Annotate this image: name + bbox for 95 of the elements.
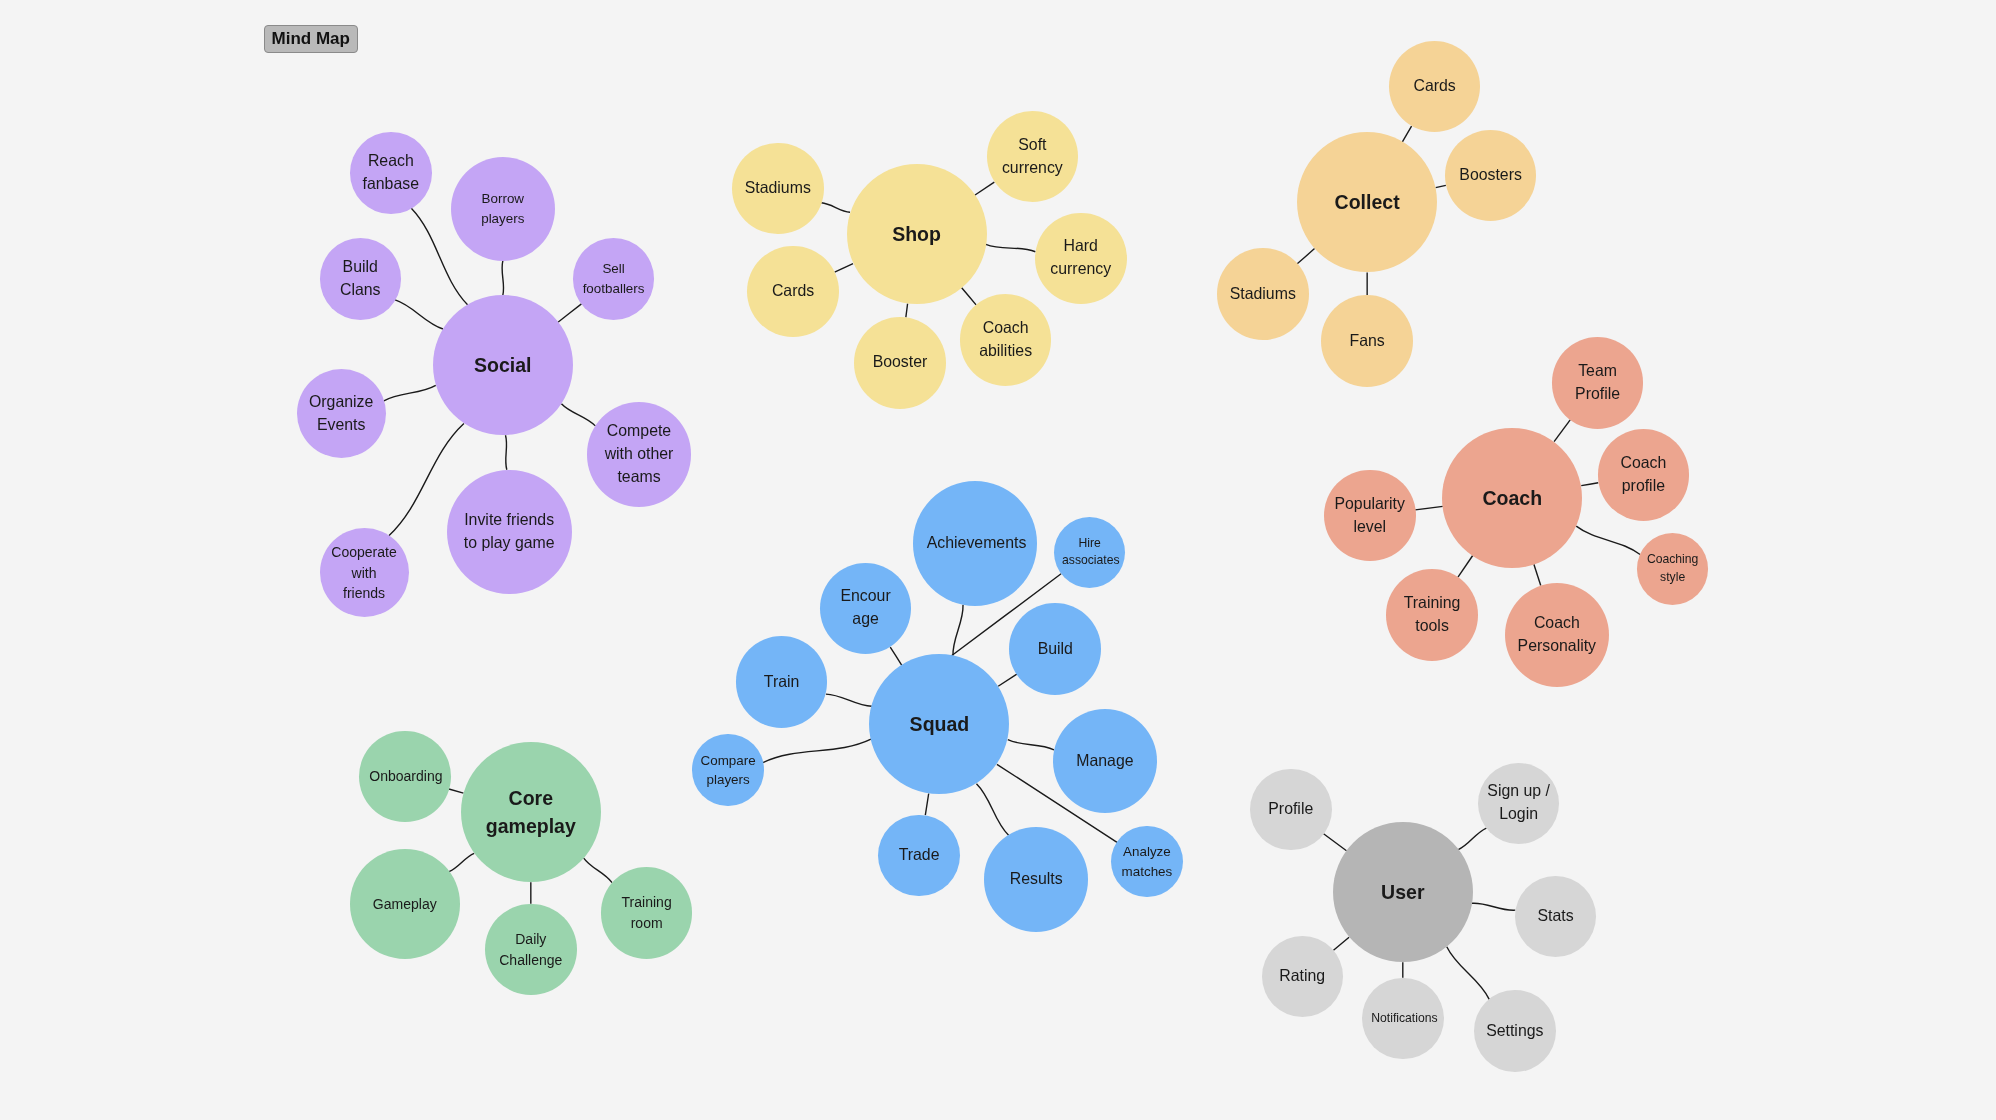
topic-label: Popularity level xyxy=(1334,493,1406,537)
topic-label: Daily Challenge xyxy=(498,930,564,970)
topic-label: Build Clans xyxy=(338,256,382,300)
connector-line xyxy=(924,792,930,816)
topic-label: Results xyxy=(1009,869,1063,890)
topic-label: Compete with other teams xyxy=(603,420,675,487)
topic-label: Gameplay xyxy=(372,894,437,914)
topic-label: Coach xyxy=(1482,485,1543,511)
connector-line xyxy=(952,604,964,657)
topic-label: Settings xyxy=(1486,1020,1544,1041)
topic-label: Fans xyxy=(1349,330,1385,351)
connector-line xyxy=(1457,554,1474,578)
topic-label: Rating xyxy=(1279,965,1326,986)
connector-line xyxy=(394,299,444,330)
topic-label: Coaching style xyxy=(1645,551,1700,586)
connector-line xyxy=(985,243,1037,253)
topic-label: Cards xyxy=(1413,76,1456,97)
connector-line xyxy=(905,302,909,319)
topic-label: Stadiums xyxy=(1229,283,1296,304)
topic-label: Sign up / Login xyxy=(1487,781,1551,825)
connector-line xyxy=(949,573,1062,658)
topic-label: Training room xyxy=(620,893,673,933)
topic-label: Profile xyxy=(1268,799,1314,820)
topic-label: Coach Personality xyxy=(1516,613,1598,657)
topic-label: Organize Events xyxy=(307,391,375,435)
topic-label: Squad xyxy=(909,712,970,738)
connector-line xyxy=(1446,946,1490,1001)
topic-label: User xyxy=(1381,880,1425,906)
topic-label: Compare players xyxy=(700,751,756,790)
connector-line xyxy=(1471,902,1516,911)
topic-label: Soft currency xyxy=(1000,134,1064,178)
connector-line xyxy=(825,693,873,707)
topic-label: Onboarding xyxy=(369,767,441,787)
connector-line xyxy=(974,181,995,196)
connector-line xyxy=(1007,738,1055,751)
topic-label: Achievements xyxy=(926,533,1024,554)
connector-line xyxy=(383,384,437,402)
topic-label: Analyze matches xyxy=(1120,843,1174,881)
topic-label: Hard currency xyxy=(1049,236,1113,280)
connector-line xyxy=(889,646,903,666)
connector-line xyxy=(560,402,597,427)
topic-label: Borrow players xyxy=(480,190,526,228)
connector-line xyxy=(833,263,854,273)
topic-label: Manage xyxy=(1076,750,1134,771)
connector-line xyxy=(1414,505,1444,511)
connector-line xyxy=(996,763,1118,844)
connector-line xyxy=(388,422,465,537)
topic-label: Build xyxy=(1037,638,1073,659)
topic-label: Trade xyxy=(898,844,940,865)
topic-label: Notifications xyxy=(1371,1009,1435,1027)
connector-line xyxy=(504,434,508,471)
connector-line xyxy=(1322,833,1348,852)
topic-label: Coach profile xyxy=(1619,452,1668,496)
topic-label: Train xyxy=(763,671,800,692)
connector-line xyxy=(583,857,613,884)
connector-line xyxy=(1401,125,1413,143)
connector-line xyxy=(1332,936,1350,951)
connector-line xyxy=(762,738,872,764)
topic-label: Reach fanbase xyxy=(361,151,420,195)
connector-line xyxy=(975,783,1010,837)
topic-label: Encour age xyxy=(839,586,892,630)
topic-label: Invite friends to play game xyxy=(462,510,556,554)
title-tag: Mind Map xyxy=(263,25,358,54)
connector-line xyxy=(1553,419,1571,443)
topic-label: Shop xyxy=(892,222,941,248)
connector-line xyxy=(530,881,532,905)
topic-label: Booster xyxy=(872,352,928,373)
connector-line xyxy=(820,202,851,213)
connector-line xyxy=(1457,827,1488,851)
connector-line xyxy=(557,303,583,323)
topic-label: Core gameplay xyxy=(484,785,577,840)
connector-line xyxy=(1580,482,1599,487)
topic-label: Social xyxy=(474,353,532,379)
topic-label: Training tools xyxy=(1402,592,1462,636)
topic-label: Cards xyxy=(771,281,815,301)
connector-line xyxy=(1575,525,1641,556)
topic-label: Sell footballers xyxy=(582,260,646,298)
topic-label: Stats xyxy=(1537,906,1574,926)
connector-line xyxy=(1402,961,1404,979)
connector-line xyxy=(1296,247,1316,265)
connector-line xyxy=(448,852,475,873)
connector-line xyxy=(410,207,469,306)
connector-line xyxy=(960,287,977,306)
topic-label: Hire associates xyxy=(1062,534,1118,570)
connector-line xyxy=(501,260,505,297)
topic-label: Boosters xyxy=(1459,165,1522,186)
connector-line xyxy=(1533,563,1542,587)
topic-label: Collect xyxy=(1334,190,1400,216)
connector-line xyxy=(1434,184,1447,189)
topic-label: Team Profile xyxy=(1574,361,1622,405)
connector-line xyxy=(997,673,1018,687)
topic-label: Coach abilities xyxy=(978,317,1034,361)
topic-label: Cooperate with friends xyxy=(330,543,398,603)
connector-line xyxy=(1366,271,1368,297)
topic-label: Stadiums xyxy=(744,177,811,198)
